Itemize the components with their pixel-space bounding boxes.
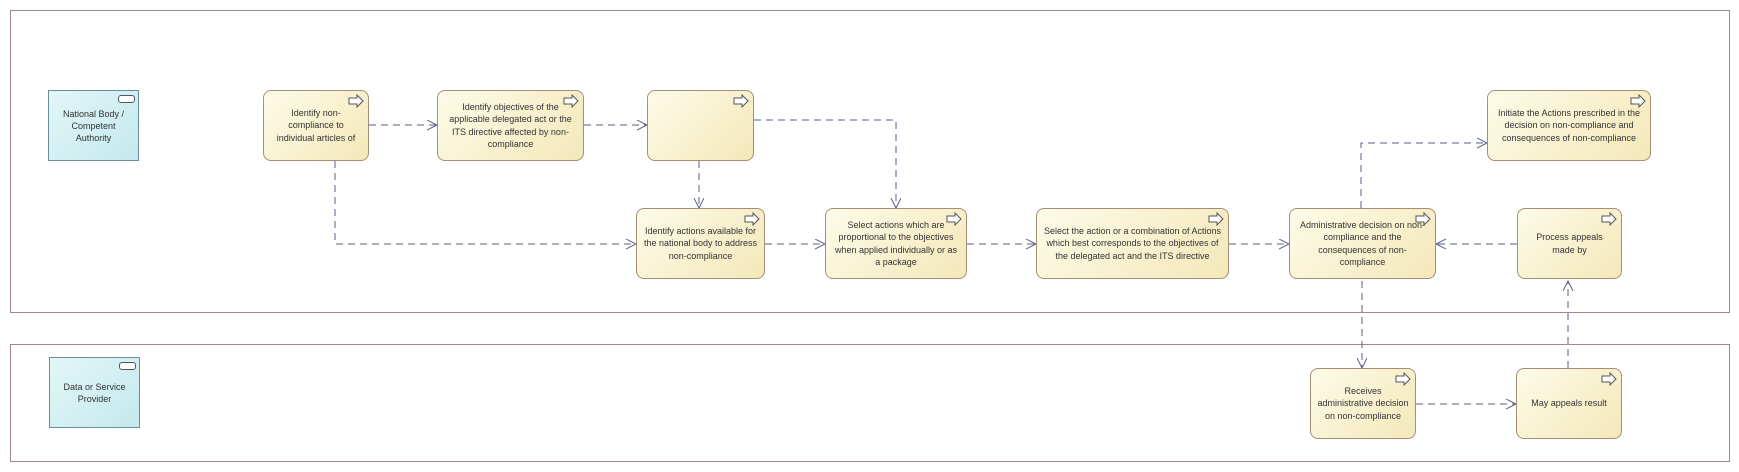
- process-admin-decision[interactable]: Administrative decision on non-complianc…: [1289, 208, 1436, 279]
- process-receives-decision[interactable]: Receives administrative decision on non-…: [1310, 368, 1416, 439]
- process-label: Select the action or a combination of Ac…: [1043, 225, 1222, 261]
- process-select-best[interactable]: Select the action or a combination of Ac…: [1036, 208, 1229, 279]
- process-arrow-icon: [1208, 212, 1224, 226]
- process-process-appeals[interactable]: Process appeals made by: [1517, 208, 1622, 279]
- process-arrow-icon: [1601, 372, 1617, 386]
- process-identify-actions[interactable]: Identify actions available for the natio…: [636, 208, 765, 279]
- process-label: Administrative decision on non-complianc…: [1299, 219, 1426, 268]
- actor-role-icon: [118, 95, 135, 103]
- process-arrow-icon: [744, 212, 760, 226]
- process-arrow-icon: [1630, 94, 1646, 108]
- process-label: Initiate the Actions prescribed in the d…: [1497, 107, 1641, 143]
- process-arrow-icon: [1601, 212, 1617, 226]
- process-identify-noncompliance[interactable]: Identify non-compliance to individual ar…: [263, 90, 369, 161]
- actor-label: National Body / Competent Authority: [62, 108, 125, 143]
- process-select-proportional[interactable]: Select actions which are proportional to…: [825, 208, 967, 279]
- process-arrow-icon: [348, 94, 364, 108]
- process-arrow-icon: [1395, 372, 1411, 386]
- swimlane-data-provider: [10, 344, 1730, 462]
- process-initiate-actions[interactable]: Initiate the Actions prescribed in the d…: [1487, 90, 1651, 161]
- process-label: Receives administrative decision on non-…: [1317, 385, 1409, 421]
- process-label: Identify non-compliance to individual ar…: [276, 107, 356, 143]
- process-arrow-icon: [563, 94, 579, 108]
- process-label: Process appeals made by: [1536, 232, 1603, 255]
- process-arrow-icon: [1415, 212, 1431, 226]
- process-identify-objectives[interactable]: Identify objectives of the applicable de…: [437, 90, 584, 161]
- process-may-appeal[interactable]: May appeals result: [1516, 368, 1622, 439]
- process-label: Identify actions available for the natio…: [643, 225, 758, 261]
- actor-data-provider[interactable]: Data or Service Provider: [49, 357, 140, 428]
- process-label: May appeals result: [1531, 398, 1607, 409]
- actor-label: Data or Service Provider: [63, 381, 126, 404]
- process-blank[interactable]: [647, 90, 754, 161]
- actor-role-icon: [119, 362, 136, 370]
- process-arrow-icon: [733, 94, 749, 108]
- actor-national-body[interactable]: National Body / Competent Authority: [48, 90, 139, 161]
- process-arrow-icon: [946, 212, 962, 226]
- process-label: Select actions which are proportional to…: [834, 219, 958, 268]
- process-label: Identify objectives of the applicable de…: [449, 101, 572, 150]
